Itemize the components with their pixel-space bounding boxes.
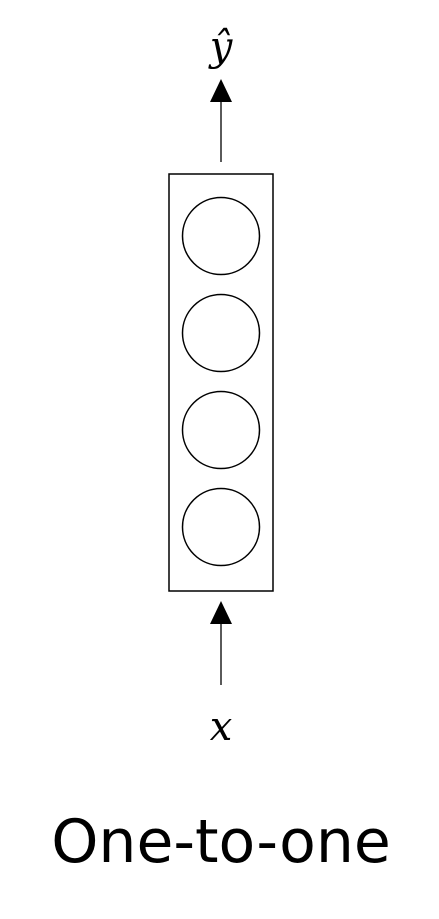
neuron-2 [181,293,261,373]
diagram-caption: One-to-one [51,807,391,877]
input-arrow [210,601,232,685]
neuron-3 [181,390,261,470]
input-label: x [210,704,233,750]
hidden-layer-box [168,173,274,592]
neuron-group [181,196,261,567]
neuron-1 [181,196,261,276]
output-arrow [210,79,232,162]
output-label: ŷ [208,24,234,70]
input-arrowhead [210,601,232,624]
output-arrowhead [210,79,232,102]
neuron-4 [181,487,261,567]
